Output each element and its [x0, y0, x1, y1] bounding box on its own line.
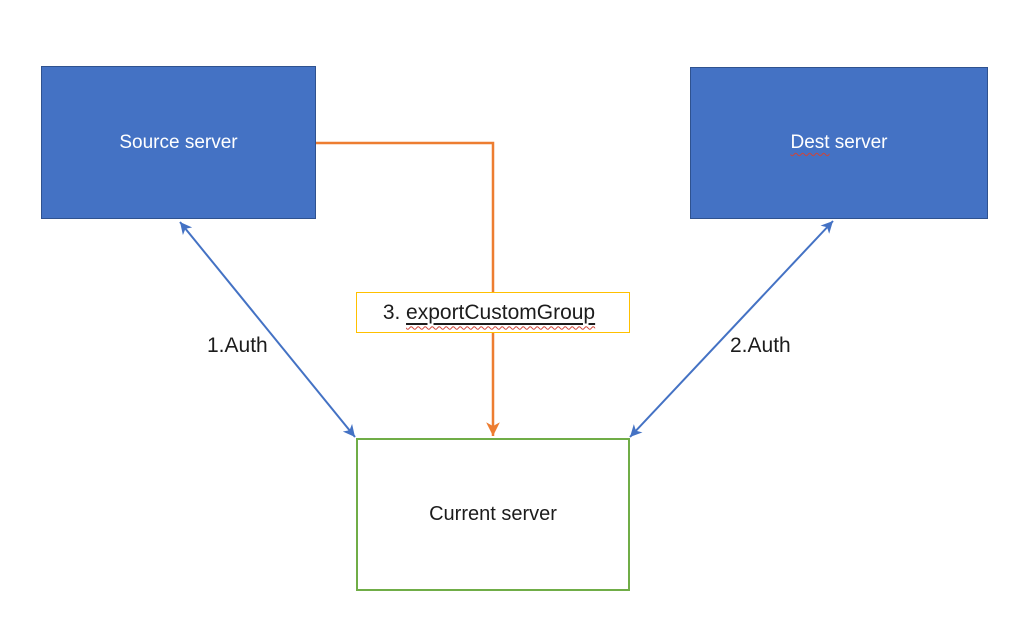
export-callout-box: 3.exportCustomGroup [356, 292, 630, 333]
dest-word-misspelled: Dest [790, 132, 830, 153]
auth2-double-arrow [629, 220, 834, 438]
source-server-label: Source server [119, 131, 238, 153]
current-server-box: Current server [356, 438, 630, 591]
export-method-text: exportCustomGroup [406, 300, 596, 324]
current-server-label: Current server [429, 503, 557, 525]
dest-word-rest: server [834, 132, 888, 153]
auth1-double-arrow [179, 221, 356, 438]
export-method-name: exportCustomGroup [406, 301, 595, 325]
source-server-box: Source server [41, 66, 316, 219]
export-elbow-arrow [316, 141, 500, 436]
auth2-edge-label: 2.Auth [730, 334, 791, 357]
auth1-edge-label: 1.Auth [207, 334, 268, 357]
export-step-number: 3. [382, 300, 401, 324]
